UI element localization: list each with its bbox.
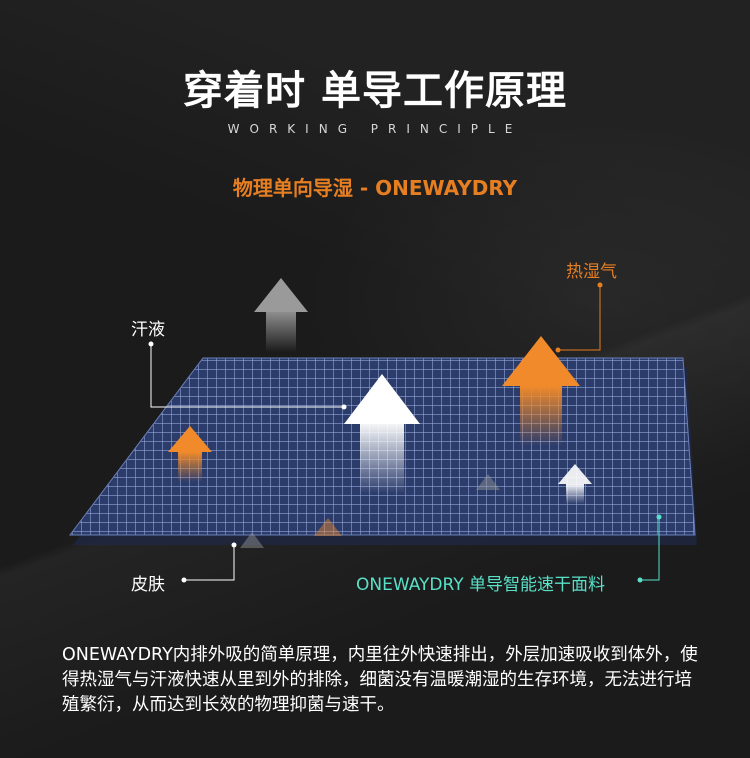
fabric-dot: [657, 515, 662, 520]
heat-label: 热湿气: [566, 257, 617, 282]
sweat-label: 汗液: [131, 315, 165, 340]
heat-leader-line: [558, 285, 600, 350]
heat-dot: [598, 283, 603, 288]
fabric-dot-end: [638, 578, 643, 583]
description-paragraph: ONEWAYDRY内排外吸的简单原理，内里往外快速排出，外层加速吸收到体外，使得…: [62, 643, 702, 718]
skin-label: 皮肤: [131, 570, 165, 595]
fabric-label: ONEWAYDRY 单导智能速干面料: [356, 570, 605, 595]
sweat-dot: [149, 342, 154, 347]
moisture-arrow-grey-icon: [254, 278, 308, 352]
skin-dot-end: [182, 578, 187, 583]
heat-dot-end: [556, 348, 561, 353]
skin-dot: [232, 543, 237, 548]
sweat-dot-end: [342, 405, 347, 410]
fabric-diagram: [0, 0, 750, 640]
